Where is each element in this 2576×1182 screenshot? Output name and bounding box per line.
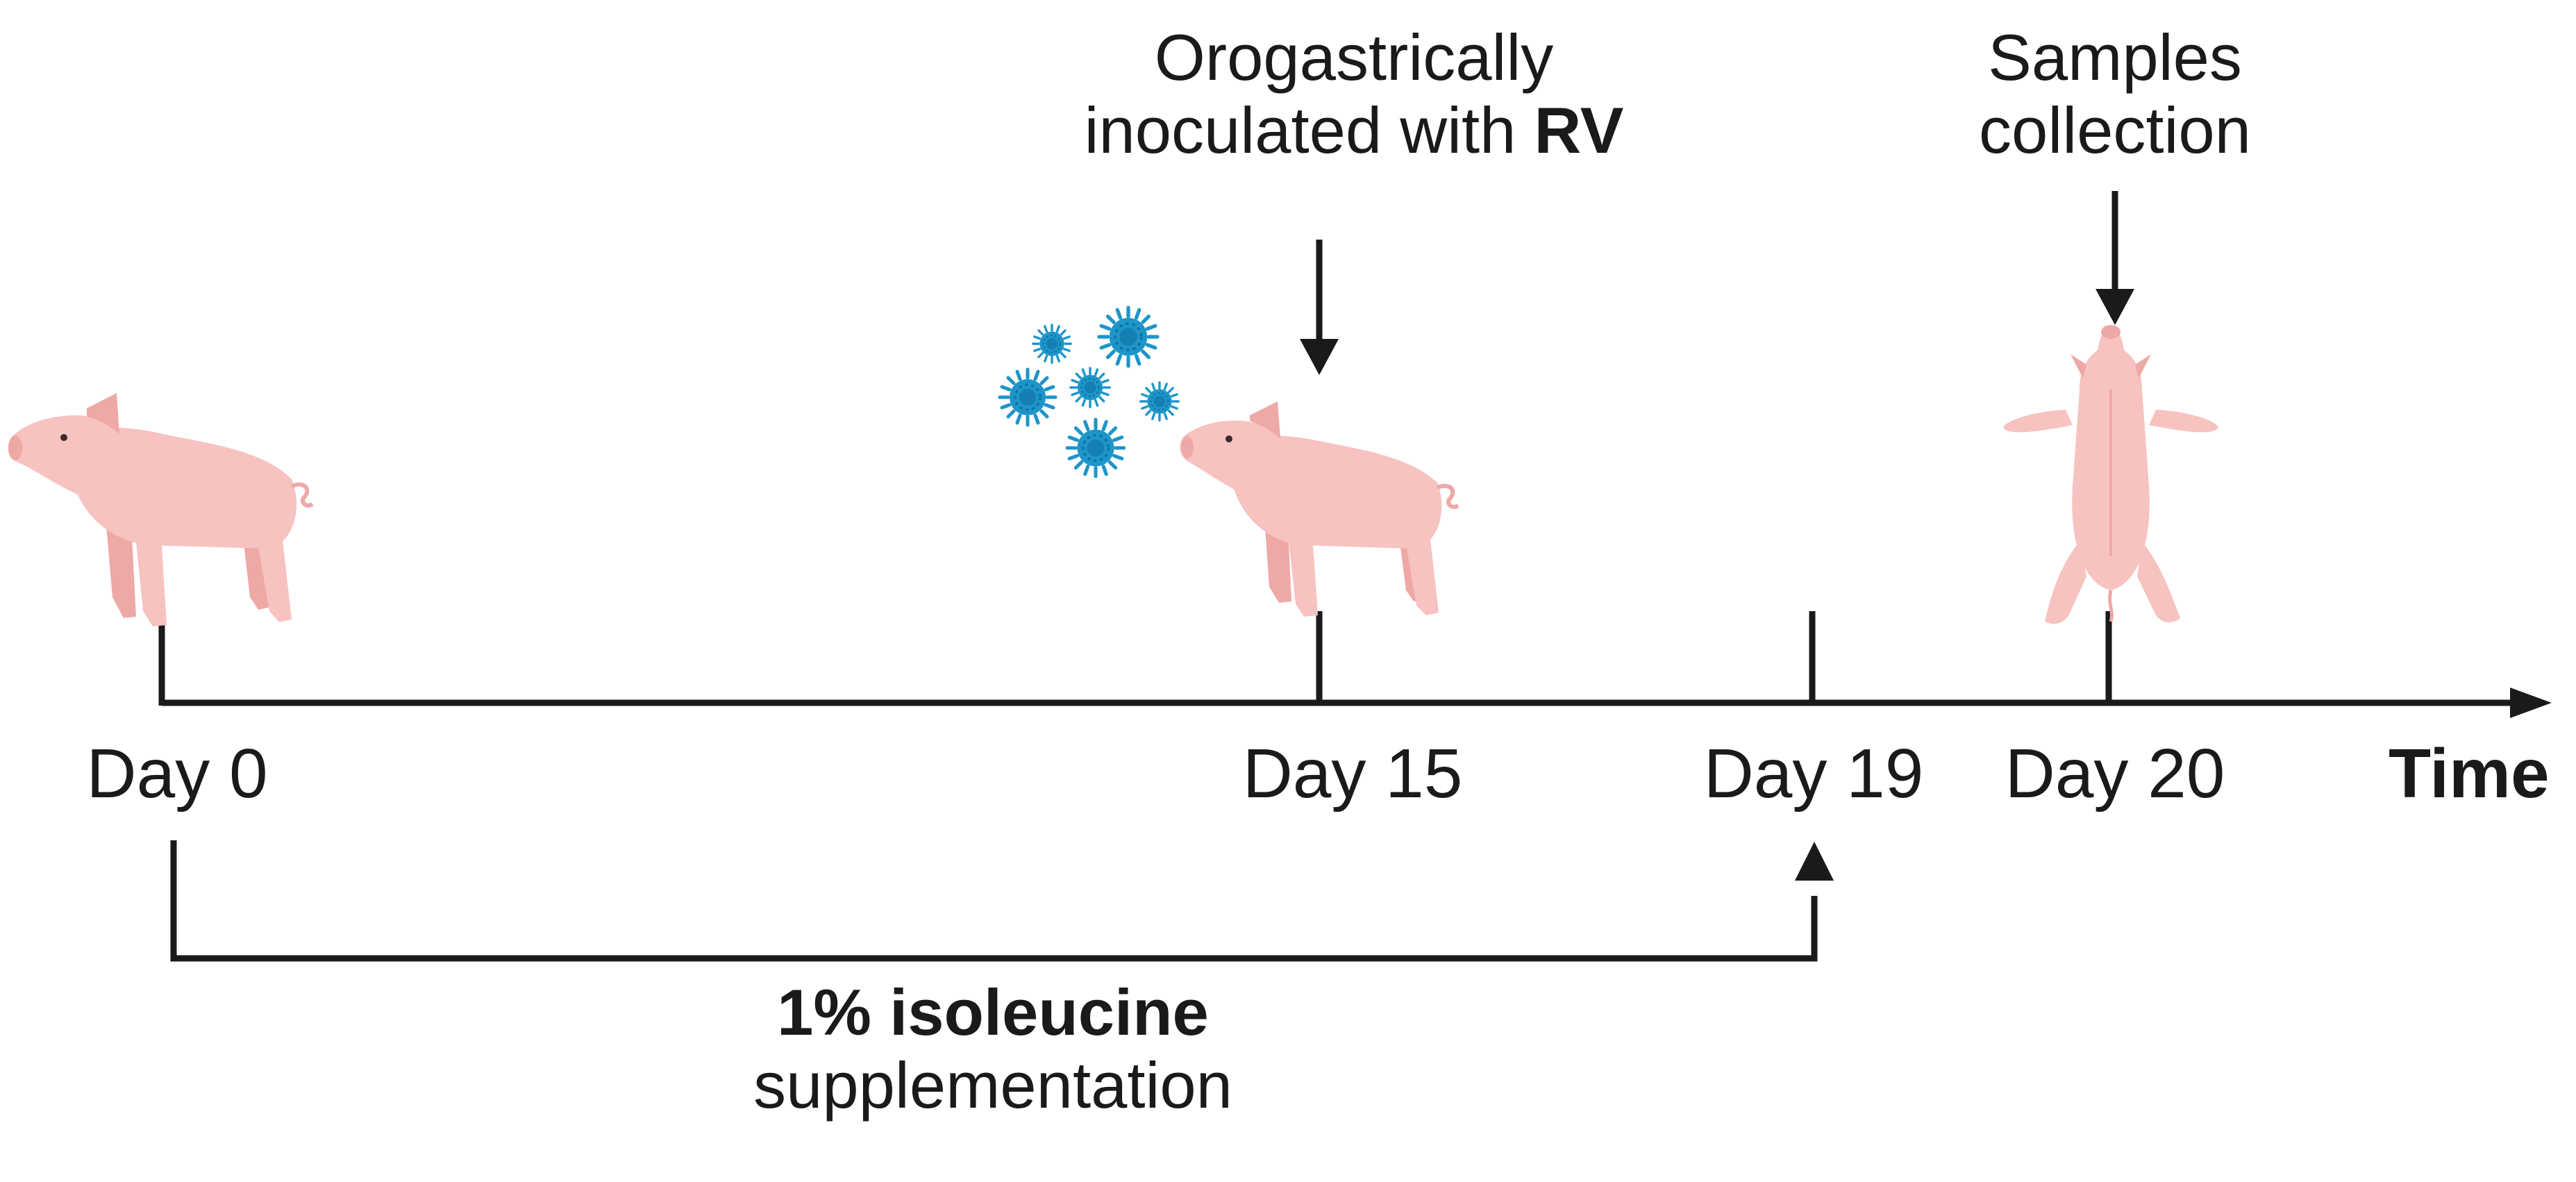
sampling-arrow-icon xyxy=(2096,191,2134,325)
piglet-sniffing-icon xyxy=(1180,401,1460,617)
virus-cluster-icon xyxy=(1000,308,1180,476)
day-15-label: Day 15 xyxy=(1242,735,1463,813)
day-0-label: Day 0 xyxy=(86,735,268,813)
day-19-label: Day 19 xyxy=(1703,735,1924,813)
inoculation-label-line2-prefix: inoculated with xyxy=(1084,94,1534,167)
piglet-standing-icon xyxy=(8,393,314,626)
piglet-dissection-icon xyxy=(2003,325,2218,624)
bracket-arrowhead-icon xyxy=(1795,842,1834,881)
day-20-label: Day 20 xyxy=(2005,735,2225,813)
samples-label-line1: Samples xyxy=(1988,21,2242,94)
inoculation-label: Orogastrically inoculated with RV xyxy=(1085,21,1624,167)
samples-collection-label: Samples collection xyxy=(1979,21,2251,167)
inoculation-arrow-icon xyxy=(1300,240,1339,375)
supplementation-bracket xyxy=(170,840,1834,962)
inoculation-label-line1: Orogastrically xyxy=(1154,21,1554,94)
rv-label: RV xyxy=(1534,94,1624,167)
supplementation-label: 1% isoleucine supplementation xyxy=(753,976,1232,1122)
supplementation-label-line2: supplementation xyxy=(753,1049,1232,1122)
inoculation-label-line2: inoculated with RV xyxy=(1085,94,1624,167)
supplementation-label-line1: 1% isoleucine xyxy=(777,976,1209,1049)
timeline-axis xyxy=(158,611,2552,718)
samples-label-line2: collection xyxy=(1979,94,2251,167)
time-axis-label: Time xyxy=(2389,735,2550,813)
axis-arrowhead-icon xyxy=(2510,688,2552,718)
